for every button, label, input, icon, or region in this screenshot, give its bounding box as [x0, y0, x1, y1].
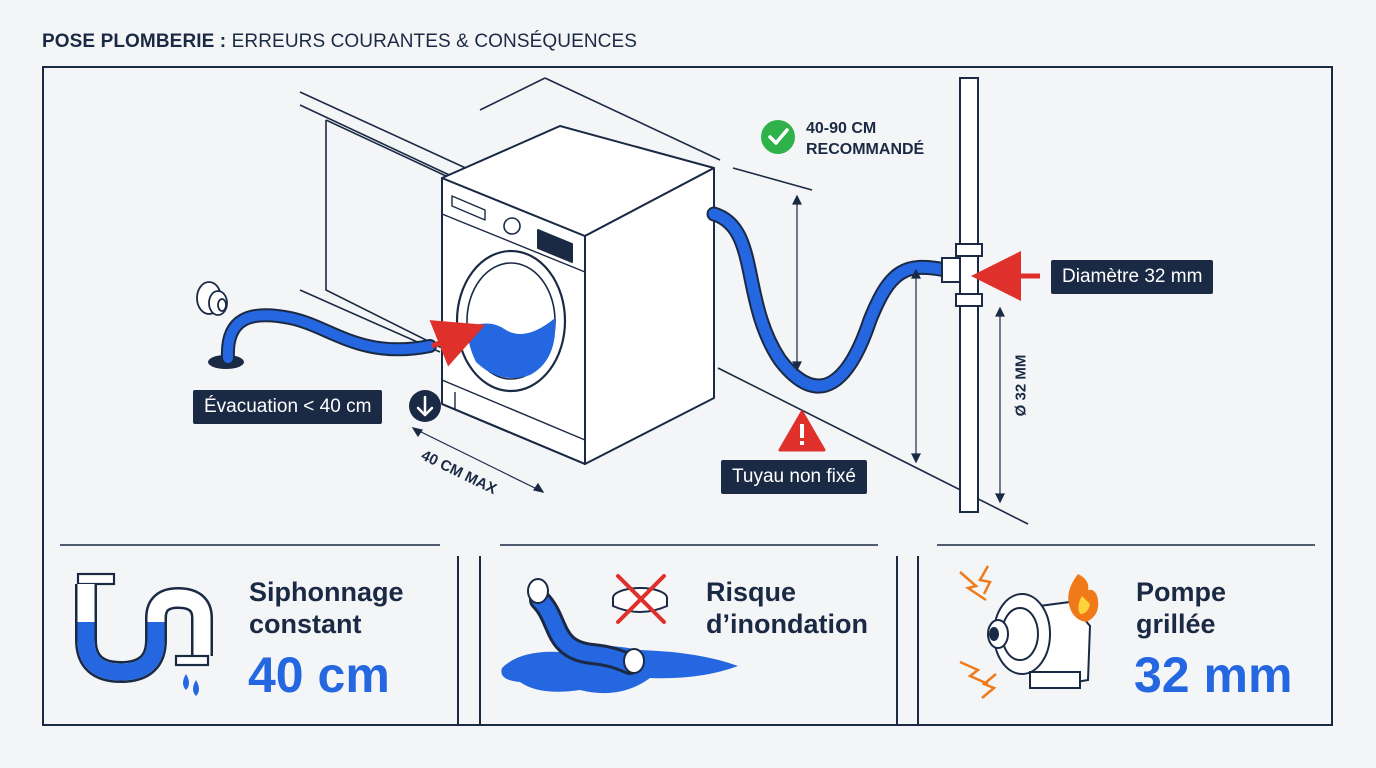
- page-title: POSE PLOMBERIE : ERREURS COURANTES & CON…: [42, 31, 637, 53]
- unfixed-hose-label: Tuyau non fixé: [721, 460, 867, 494]
- left-hose: [222, 310, 435, 363]
- recommended-height-value: 40-90 CM: [806, 120, 877, 137]
- flood-icon: [501, 574, 738, 694]
- panel-siphon-value: 40 cm: [248, 647, 390, 703]
- siphon-icon: [75, 572, 213, 696]
- title-rest: ERREURS COURANTES & CONSÉQUENCES: [231, 31, 638, 52]
- diameter-label: Diamètre 32 mm: [1051, 260, 1214, 294]
- drum-arrow-icon: [429, 320, 486, 367]
- kitchen-cabinet: [299, 77, 721, 353]
- title-strong: POSE PLOMBERIE :: [42, 31, 227, 52]
- panel-pump-value: 32 mm: [1134, 647, 1293, 703]
- wall-outlet-icon: [196, 281, 228, 316]
- panel-flood-line1: Risque: [706, 577, 797, 607]
- panel-pump-line2: grillée: [1136, 609, 1216, 639]
- standpipe: [941, 77, 983, 513]
- panel-siphon-line2: constant: [249, 609, 362, 639]
- burnt-pump-icon: [959, 565, 1099, 699]
- right-hose: [708, 208, 952, 392]
- panel-siphon-title: Siphonnage constant: [249, 576, 404, 640]
- panel-flood-title: Risque d’inondation: [706, 576, 868, 640]
- bottom-panels: [60, 544, 1315, 726]
- right-hose-outline: [706, 206, 954, 394]
- diagram-frame: [42, 66, 1333, 726]
- washing-machine: [441, 125, 715, 465]
- panel-pump-title: Pompe grillée: [1136, 576, 1226, 640]
- warning-icon: [778, 410, 826, 452]
- evacuation-label: Évacuation < 40 cm: [193, 390, 383, 424]
- panel-siphon-line1: Siphonnage: [249, 577, 404, 607]
- recommended-height-note: 40-90 CM RECOMMANDÉ: [806, 118, 924, 160]
- panel-pump-line1: Pompe: [1136, 577, 1227, 607]
- down-arrow-icon: [409, 390, 441, 422]
- panel-flood-line2: d’inondation: [706, 609, 868, 639]
- check-icon: [761, 120, 795, 154]
- recommended-height-label: RECOMMANDÉ: [806, 141, 925, 158]
- dimension-lines: [411, 194, 1005, 504]
- pipe-diameter-vertical-label: Ø 32 MM: [1012, 354, 1030, 417]
